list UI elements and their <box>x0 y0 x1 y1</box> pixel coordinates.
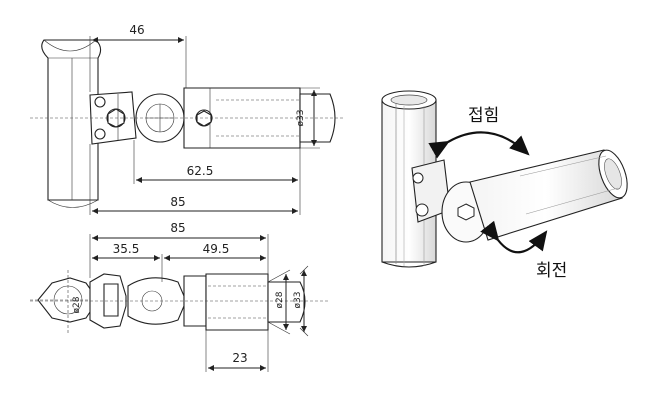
dim-text-dia33-right: ø33 <box>293 292 303 309</box>
dim-text-dia33-top: ø33 <box>296 110 306 127</box>
perspective-vertical-pipe <box>381 90 437 268</box>
dim-text-23: 23 <box>232 351 247 365</box>
dim-text-85-top: 85 <box>170 195 185 209</box>
perspective-view: 접힘 회전 <box>381 90 628 281</box>
dimension-diameters-right: ø28 ø33 <box>267 265 309 337</box>
dimension-85-top: 85 <box>89 144 301 215</box>
fold-arrow-icon <box>428 131 530 159</box>
bottom-view: ø28 85 <box>30 221 330 372</box>
dim-text-dia28-right: ø28 <box>275 291 285 308</box>
dimension-diameter-33: ø33 <box>296 87 320 149</box>
perspective-sleeve <box>441 149 628 243</box>
dim-text-62-5: 62.5 <box>187 164 214 178</box>
dim-text-85-bottom: 85 <box>170 221 185 235</box>
dimension-85-bottom: 85 <box>89 221 269 278</box>
dim-text-46: 46 <box>129 23 144 37</box>
dimension-62-5: 62.5 <box>133 140 301 184</box>
sleeve-section <box>183 273 306 331</box>
dimension-23: 23 <box>205 330 269 372</box>
label-rotate: 회전 <box>536 261 567 281</box>
rotate-arrow-icon <box>480 220 548 254</box>
dimension-35-5-49-5: 35.5 49.5 <box>92 242 266 282</box>
top-view: 46 ø33 62.5 85 <box>30 23 345 215</box>
dim-text-49-5: 49.5 <box>203 242 230 256</box>
dimension-46: 46 <box>89 23 187 92</box>
label-fold: 접힘 <box>468 106 499 126</box>
dim-text-35-5: 35.5 <box>113 242 140 256</box>
dim-text-dia28-left: ø28 <box>72 296 82 313</box>
